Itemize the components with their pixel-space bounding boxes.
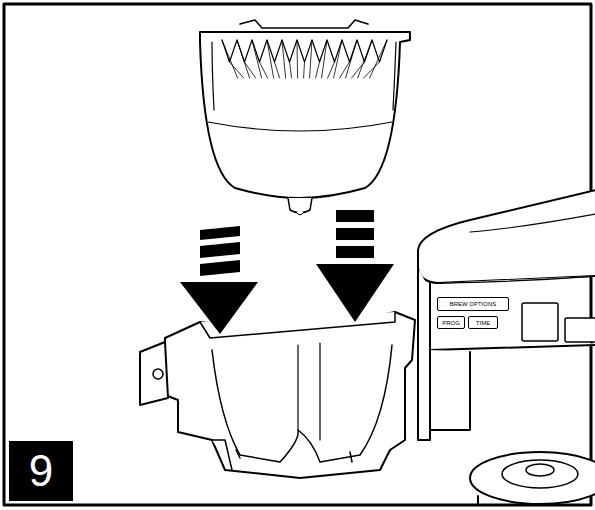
- panel-button-text: PROG: [442, 320, 460, 326]
- step-number-text: 9: [29, 449, 53, 493]
- panel-button-text: TIME: [476, 320, 490, 326]
- panel-button: TIME: [468, 316, 498, 329]
- side-button: [565, 318, 595, 342]
- filter-holder: [140, 312, 415, 478]
- filter-pleat-folds: [222, 40, 387, 78]
- filter-basket: [200, 20, 410, 215]
- panel-button: PROG: [437, 316, 465, 329]
- coffee-maker: [418, 190, 595, 505]
- display-window: [522, 303, 558, 341]
- filter-pleats: [222, 40, 387, 62]
- panel-button: BREW OPTIONS: [437, 297, 509, 311]
- step-number: 9: [9, 441, 73, 501]
- down-arrows: [180, 210, 394, 334]
- panel-button-text: BREW OPTIONS: [450, 301, 497, 307]
